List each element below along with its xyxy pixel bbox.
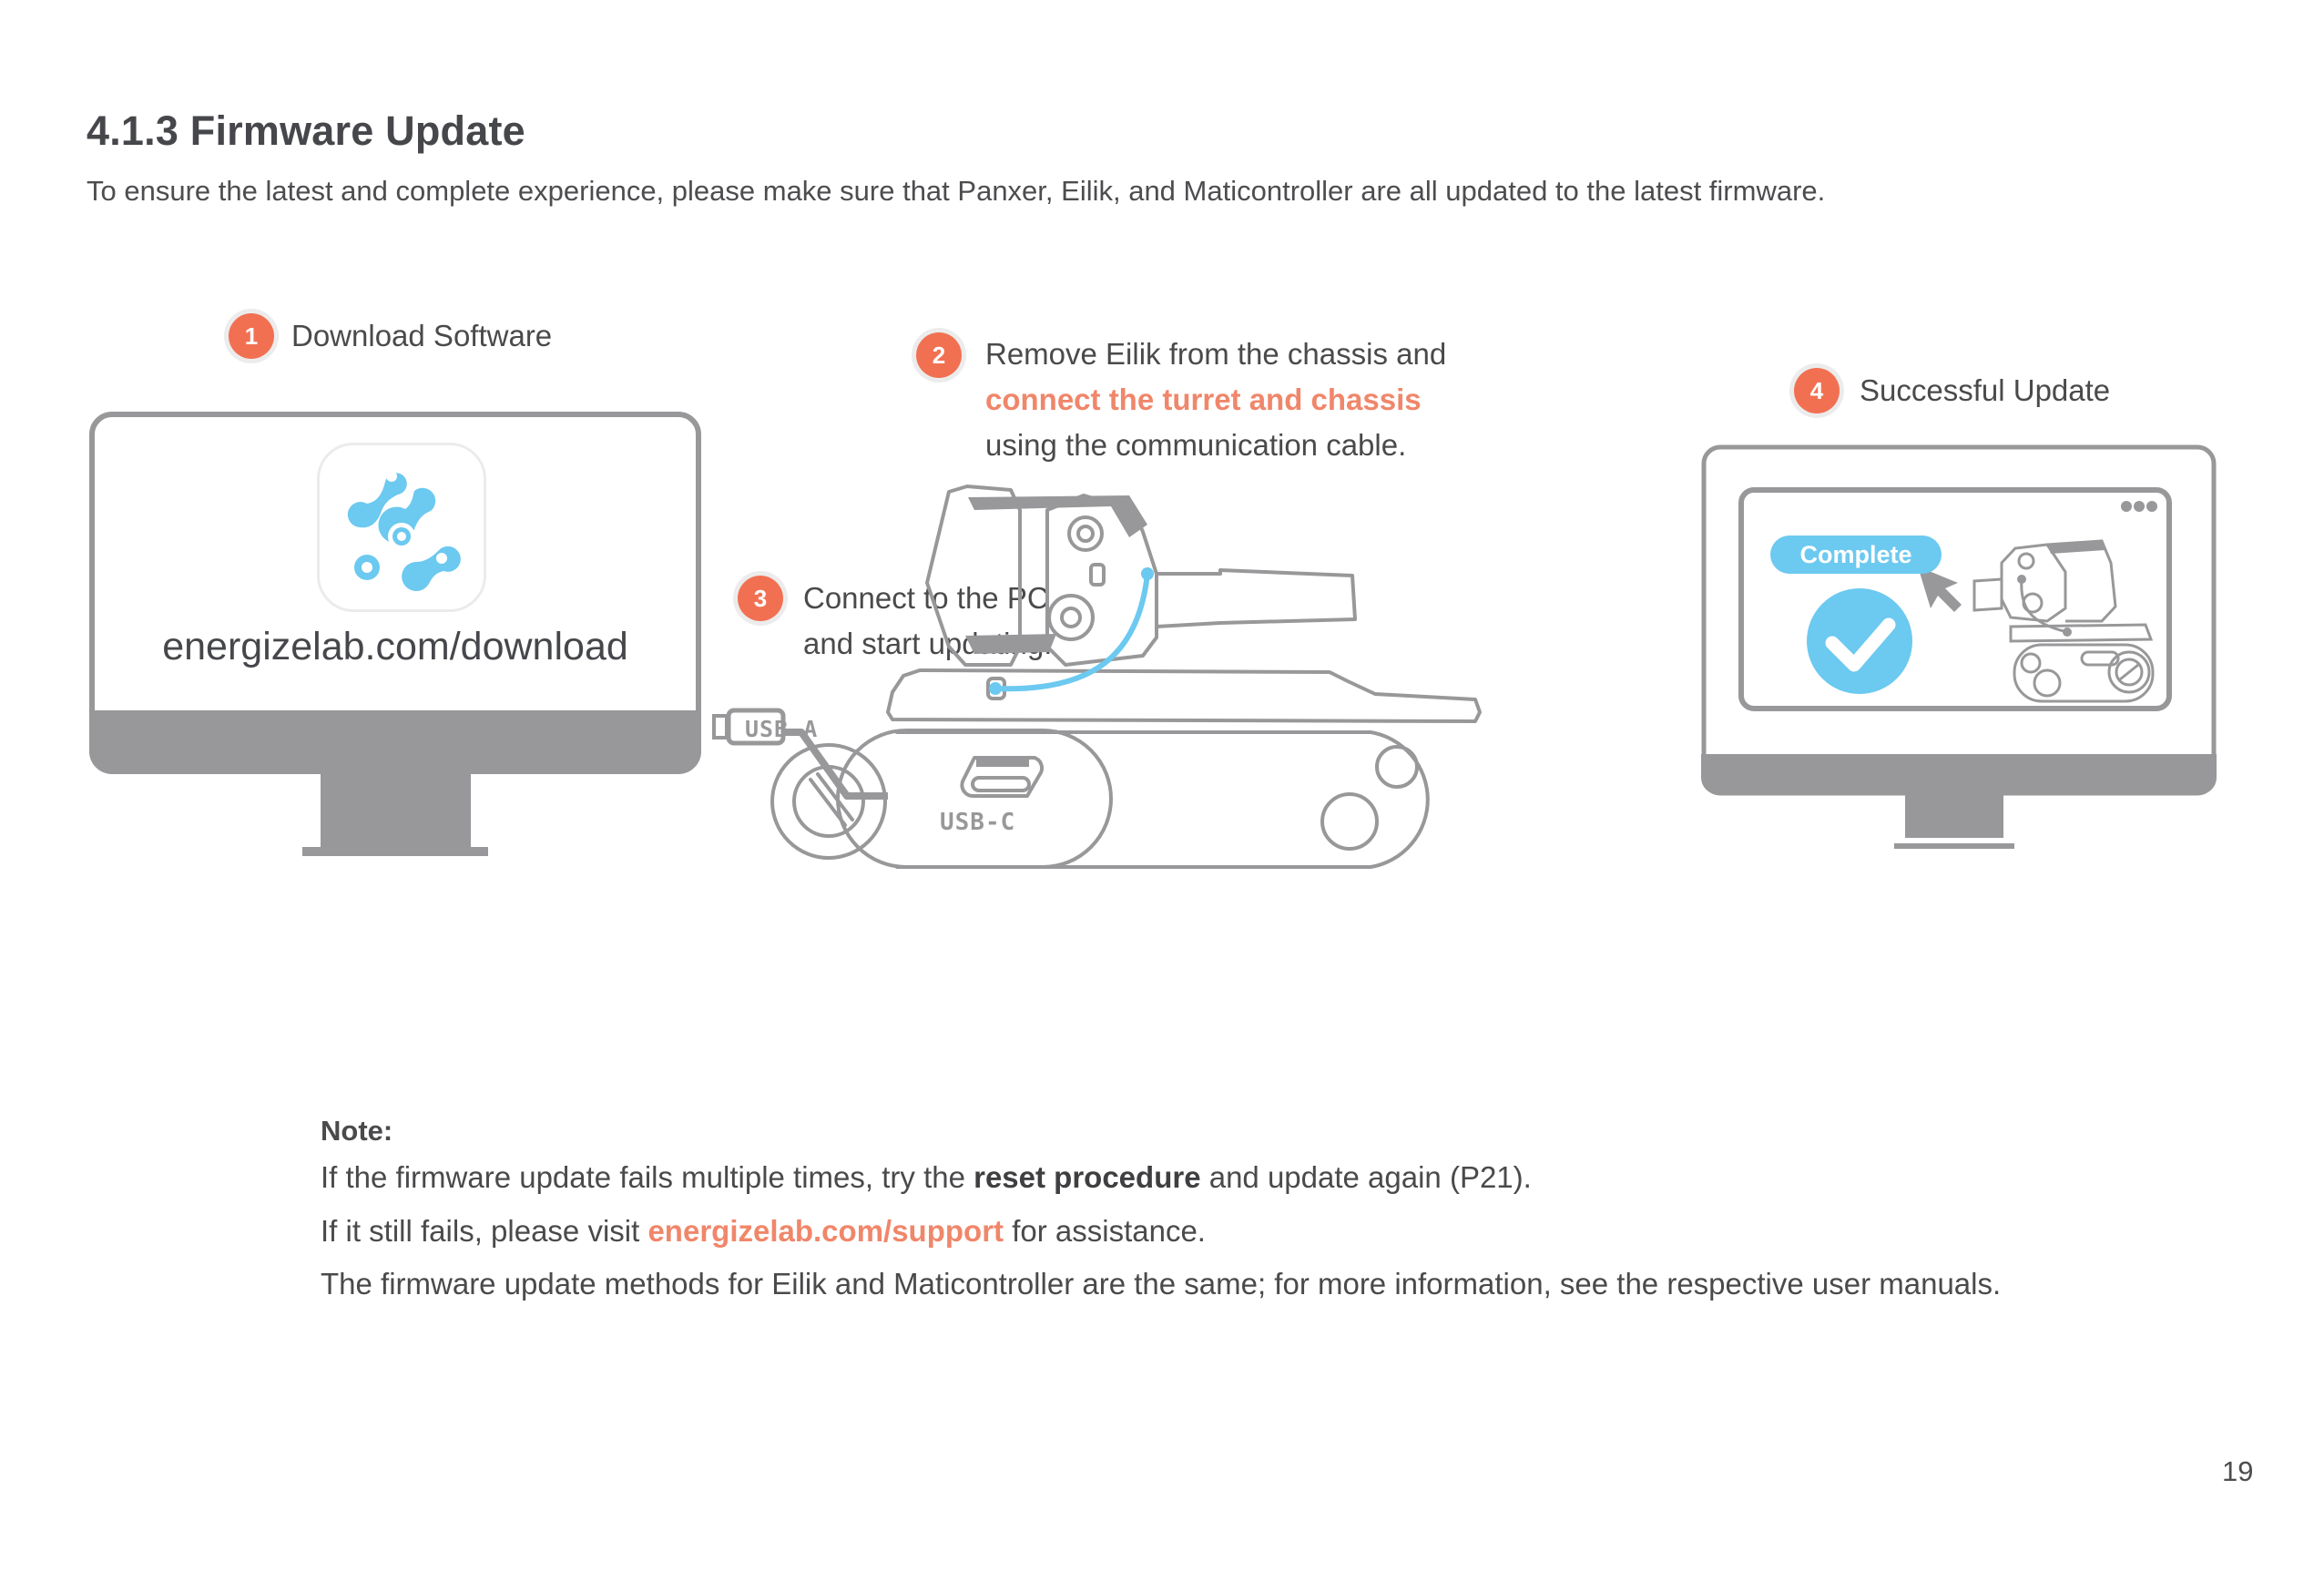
step-3-line-1: Connect to the PC <box>803 581 1049 615</box>
note-line-2-text: If it still fails, please visit <box>321 1214 648 1248</box>
download-url[interactable]: energizelab.com/download <box>162 625 628 668</box>
step-4-badge: 4 <box>1794 368 1840 413</box>
note-line-2-end: for assistance. <box>1004 1214 1206 1248</box>
note-line-1: If the firmware update fails multiple ti… <box>321 1160 1532 1195</box>
usb-c-label: USB-C <box>940 809 1016 836</box>
app-icon[interactable] <box>317 443 486 612</box>
note-line-2: If it still fails, please visit energize… <box>321 1214 1206 1249</box>
reset-procedure-text: reset procedure <box>973 1160 1201 1194</box>
more-dots-icon <box>2121 501 2157 512</box>
step-2-highlight: connect the turret and chassis <box>985 383 1422 416</box>
turret-barrel <box>1155 568 1357 628</box>
step-3-badge: 3 <box>738 576 783 621</box>
monitor-download: energizelab.com/download <box>89 412 701 856</box>
section-intro: To ensure the latest and complete experi… <box>87 175 1826 207</box>
monitor-frame-icon <box>1701 444 2217 849</box>
note-line-3: The firmware update methods for Eilik an… <box>321 1267 2002 1301</box>
monitor-success: Complete <box>1701 444 2217 863</box>
page-number: 19 <box>2222 1455 2254 1487</box>
note-title: Note: <box>321 1115 393 1147</box>
step-2-badge: 2 <box>916 332 962 378</box>
section-title: 4.1.3 Firmware Update <box>87 107 525 154</box>
turret-body <box>925 485 1022 667</box>
step-2-text: Remove Eilik from the chassis and connec… <box>985 332 1446 468</box>
complete-status-pill: Complete <box>1770 536 1942 574</box>
communication-cable <box>994 573 1150 692</box>
step-4-label: Successful Update <box>1860 373 2111 407</box>
step-1-badge: 1 <box>229 313 274 359</box>
note-line-1-end: and update again (P21). <box>1200 1160 1532 1194</box>
chassis-plate <box>886 668 1482 723</box>
step-2-line-1: Remove Eilik from the chassis and <box>985 337 1447 371</box>
note-line-1-text: If the firmware update fails multiple ti… <box>321 1160 974 1194</box>
energize-lab-logo-icon <box>347 471 461 591</box>
cursor-arrow-icon <box>1918 566 1962 612</box>
check-circle-icon <box>1807 588 1912 694</box>
step-2-line-3: using the communication cable. <box>985 428 1407 462</box>
usb-a-label: USB-A <box>745 716 819 742</box>
robot-connection-diagram <box>712 485 1482 869</box>
step-1-label: Download Software <box>291 319 553 352</box>
support-link[interactable]: energizelab.com/support <box>647 1214 1004 1248</box>
